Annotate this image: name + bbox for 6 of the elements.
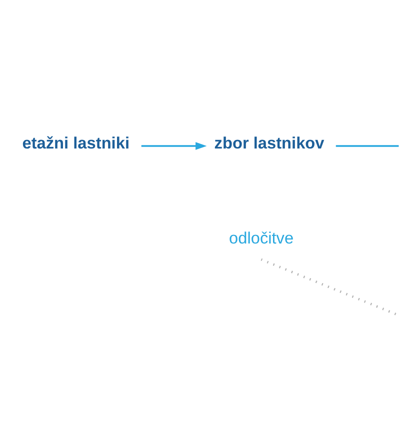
arrow bbox=[141, 142, 207, 150]
node-text: odločitve bbox=[229, 230, 294, 248]
connector bbox=[260, 258, 398, 316]
node-text: zbor lastnikov bbox=[214, 134, 324, 153]
node-text: etažni lastniki bbox=[22, 134, 130, 153]
connector bbox=[336, 145, 399, 147]
